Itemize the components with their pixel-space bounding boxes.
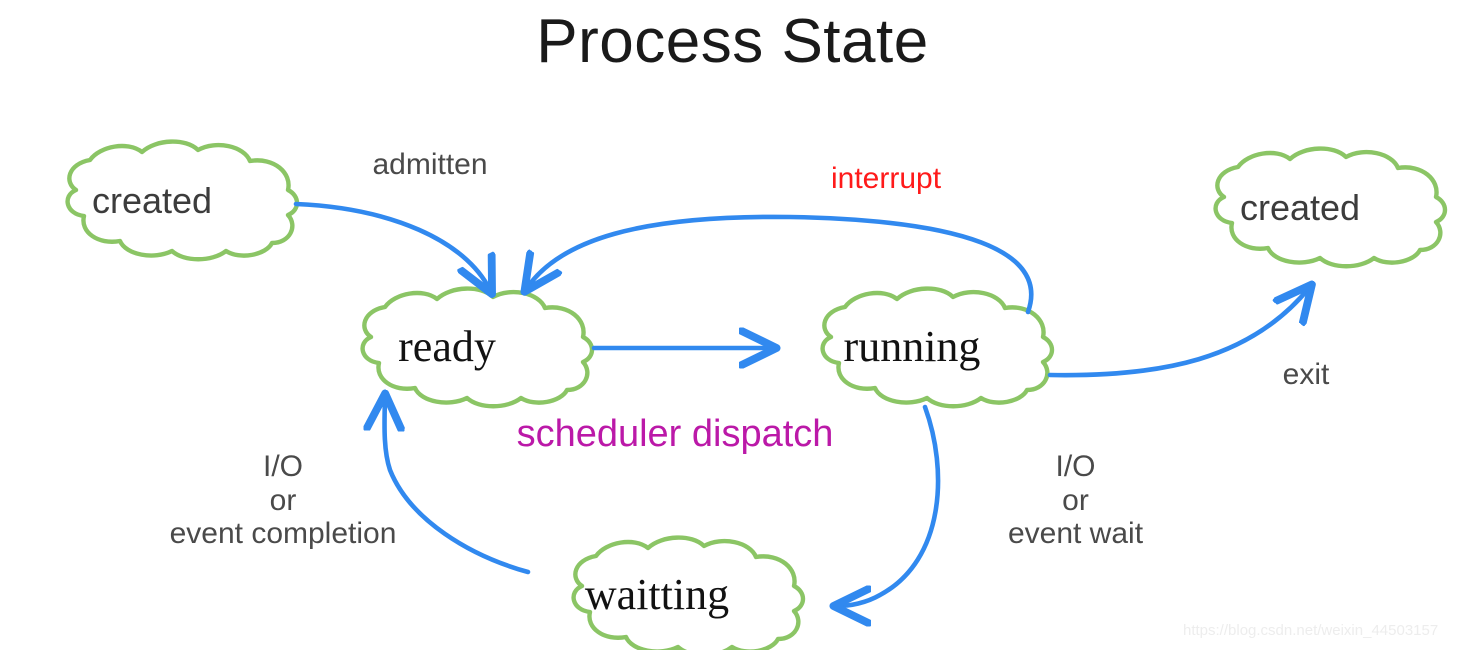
cloud-created-right [1213, 146, 1448, 269]
cloud-created-left [65, 139, 300, 262]
cloud-nodes [65, 139, 1448, 650]
edge-io-event-wait-arrow [838, 404, 941, 606]
edge-interrupt-arrow [527, 214, 1034, 315]
watermark: https://blog.csdn.net/weixin_44503157 [1183, 622, 1439, 639]
page-title: Process State [536, 7, 929, 76]
cloud-ready [360, 286, 595, 409]
edge-admitten-arrow [293, 201, 490, 290]
edge-exit-arrow [1047, 288, 1309, 378]
edge-io-event-completion-arrow [385, 398, 531, 575]
cloud-running [820, 286, 1055, 409]
cloud-waitting [571, 535, 806, 650]
edge-arrows [293, 201, 1309, 606]
